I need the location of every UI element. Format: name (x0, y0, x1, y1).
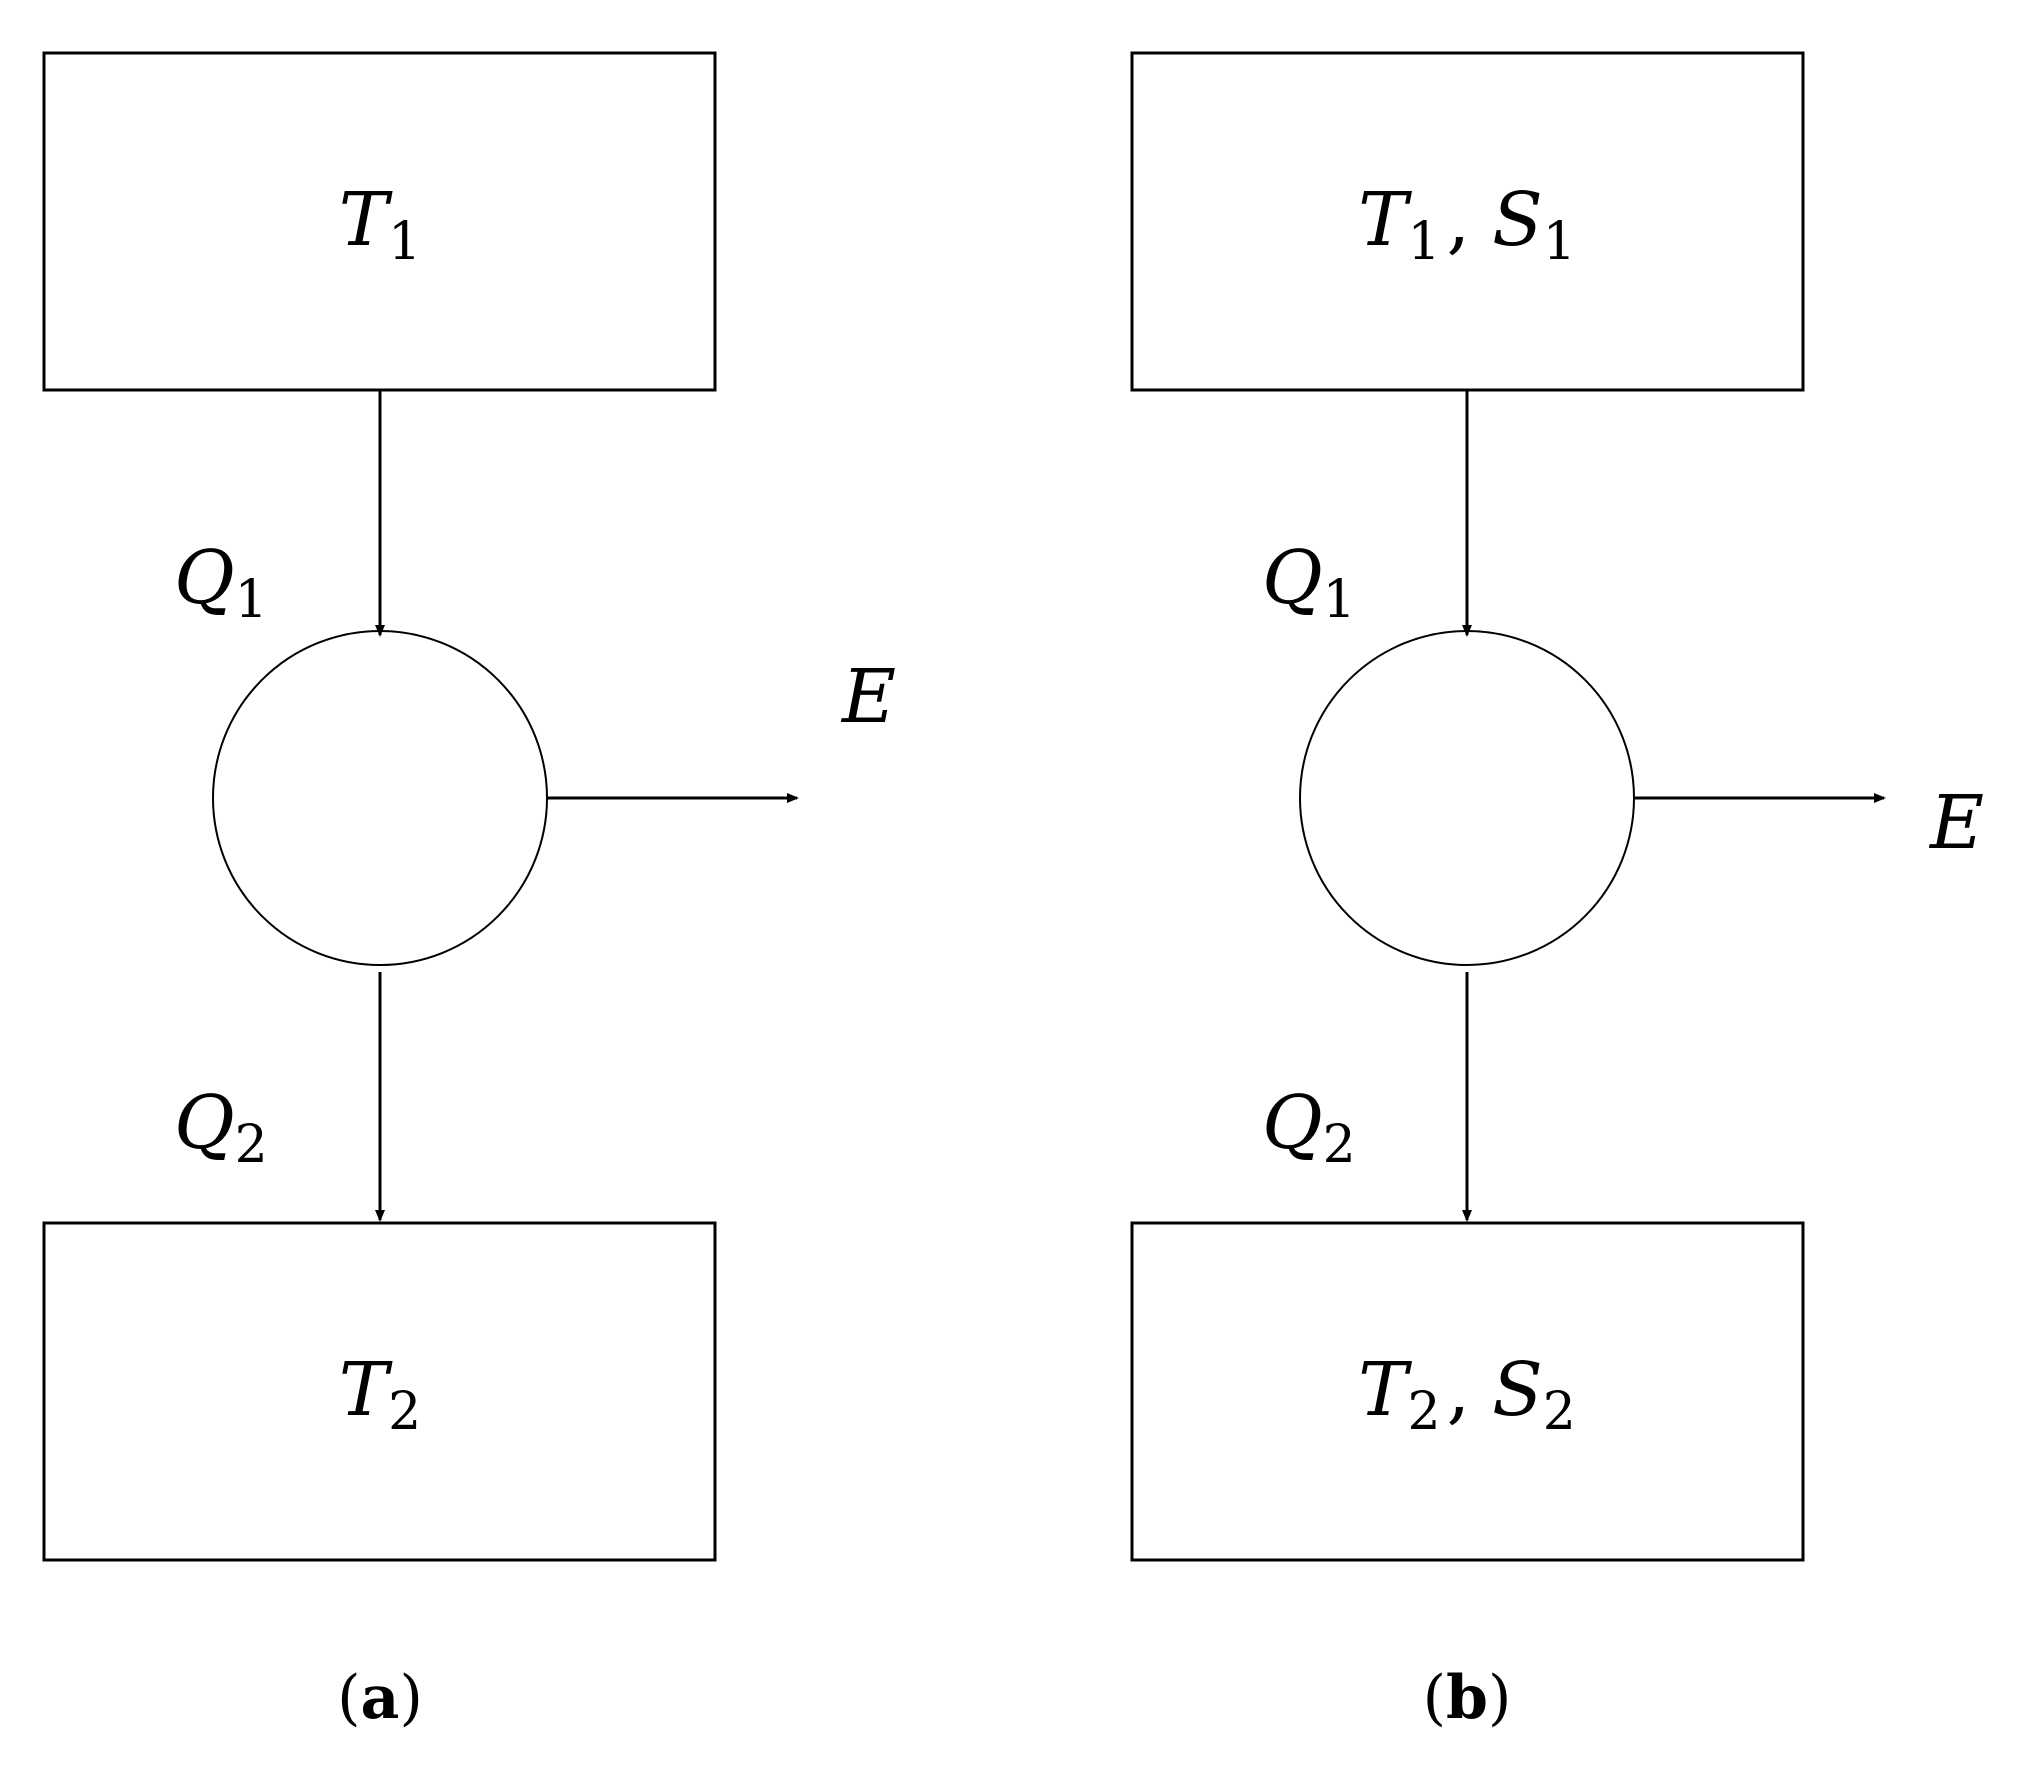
panel-a: T1 Q1 E Q2 T2 (a) (42, 51, 896, 1733)
work-label-b: E (1928, 780, 1984, 866)
cold-reservoir-box-b (1130, 1221, 1805, 1562)
heat-out-label-b: Q2 (1262, 1080, 1356, 1175)
caption-b: (b) (1423, 1663, 1512, 1733)
cold-reservoir-label-a: T2 (339, 1347, 421, 1442)
panel-b: T1,S1 Q1 E Q2 T2,S2 (b) (1130, 51, 1984, 1733)
work-label-a: E (840, 654, 896, 740)
caption-a: (a) (337, 1663, 423, 1733)
cold-reservoir-box-a (42, 1221, 717, 1562)
hot-reservoir-label-b: T1,S1 (1358, 177, 1576, 272)
heat-in-label-a: Q1 (174, 535, 268, 630)
heat-in-label-b: Q1 (1262, 535, 1356, 630)
hot-reservoir-label-a: T1 (339, 177, 421, 272)
engine-circle-a (212, 630, 548, 966)
engine-circle-b (1299, 630, 1635, 966)
heat-out-label-a: Q2 (174, 1080, 268, 1175)
cold-reservoir-label-b: T2,S2 (1358, 1347, 1576, 1442)
